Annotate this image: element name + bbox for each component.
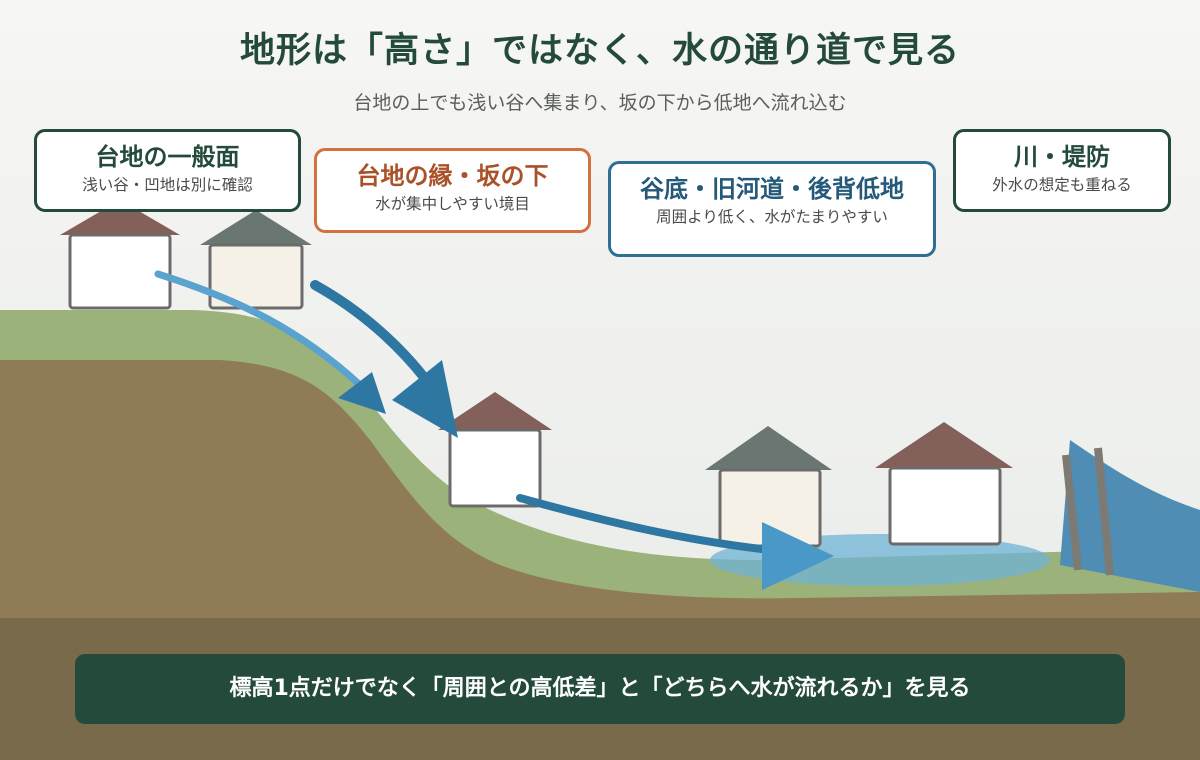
callout-subtext: 周囲より低く、水がたまりやすい: [656, 208, 888, 226]
flow-arrow-icon: [154, 270, 386, 414]
house-icon: [438, 392, 552, 508]
levee-post-icon: [1062, 447, 1114, 576]
callout-subtext: 浅い谷・凹地は別に確認: [82, 176, 253, 194]
house-icon: [705, 426, 832, 548]
flow-arrow-icon: [516, 494, 834, 590]
house-icon: [60, 200, 180, 310]
callout-heading: 谷底・旧河道・後背低地: [640, 175, 904, 203]
callout-heading: 台地の一般面: [95, 143, 240, 171]
callout-upland-edge: 台地の縁・坂の下 水が集中しやすい境目: [314, 148, 591, 233]
callout-subtext: 外水の想定も重ねる: [992, 176, 1132, 194]
bottom-message-banner: 標高1点だけでなく「周囲との高低差」と「どちらへ水が流れるか」を見る: [75, 654, 1125, 724]
flow-arrow-icon: [310, 280, 458, 438]
house-icon: [875, 422, 1013, 546]
callout-river-levee: 川・堤防 外水の想定も重ねる: [953, 129, 1171, 212]
page-subtitle: 台地の上でも浅い谷へ集まり、坂の下から低地へ流れ込む: [353, 92, 847, 114]
callout-heading: 川・堤防: [1014, 143, 1110, 171]
page-title: 地形は「高さ」ではなく、水の通り道で見る: [239, 31, 960, 71]
river-water: [1060, 440, 1200, 592]
callout-subtext: 水が集中しやすい境目: [375, 195, 530, 213]
callout-valley-floor: 谷底・旧河道・後背低地 周囲より低く、水がたまりやすい: [608, 161, 936, 257]
house-icon: [200, 210, 312, 310]
callout-heading: 台地の縁・坂の下: [356, 162, 549, 190]
soil-layer: [0, 360, 1200, 620]
callout-upland-surface: 台地の一般面 浅い谷・凹地は別に確認: [34, 129, 301, 212]
